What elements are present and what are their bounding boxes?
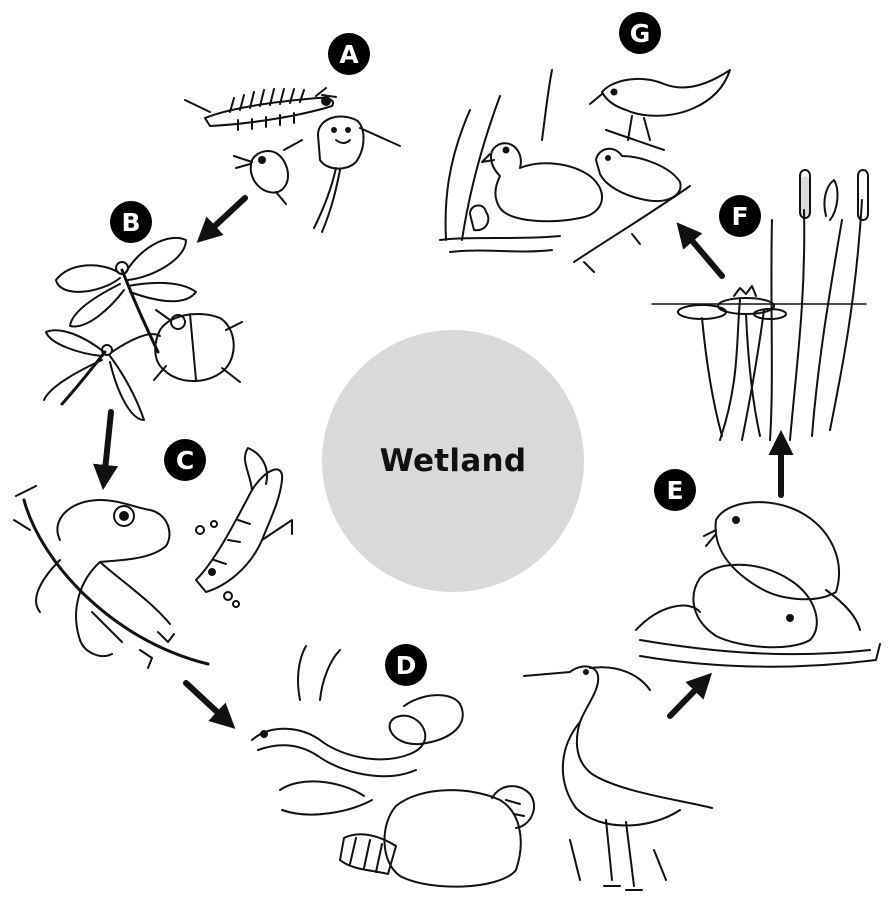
stage-label-g: G (630, 19, 651, 48)
duck-icon (440, 70, 602, 252)
fish-icon (196, 448, 292, 607)
arrow-c-to-d (186, 683, 228, 722)
songbird-icon (574, 70, 730, 272)
tree-frog-icon (14, 486, 208, 668)
stage-label-a: A (339, 40, 358, 69)
snake-icon (252, 646, 463, 815)
stage-label-d: D (396, 651, 417, 680)
stage-badge-f: F (719, 195, 761, 237)
water-flea-icon (234, 151, 288, 204)
stage-label-b: B (121, 208, 140, 237)
damselfly-icon (44, 330, 160, 420)
stage-badge-g: G (619, 12, 661, 54)
stage-badge-a: A (328, 33, 370, 75)
tadpole-shrimp-icon (284, 116, 400, 232)
water-beetle-icon (154, 310, 242, 382)
stage-badge-e: E (654, 469, 696, 511)
stage-label-e: E (666, 476, 683, 505)
stage-badge-b: B (110, 201, 152, 243)
beaver-icon (636, 502, 880, 667)
stage-badge-c: C (164, 439, 206, 481)
stage-label-c: C (176, 446, 194, 475)
stage-label-f: F (731, 202, 748, 231)
arrow-b-to-c (104, 412, 111, 480)
stage-badge-d: D (385, 644, 427, 686)
arrow-f-to-g (683, 230, 722, 276)
arrow-d-to-e (670, 680, 705, 716)
arrow-a-to-b (204, 198, 245, 236)
water-lily-icon (678, 286, 786, 436)
insect-larva-icon (185, 88, 336, 130)
